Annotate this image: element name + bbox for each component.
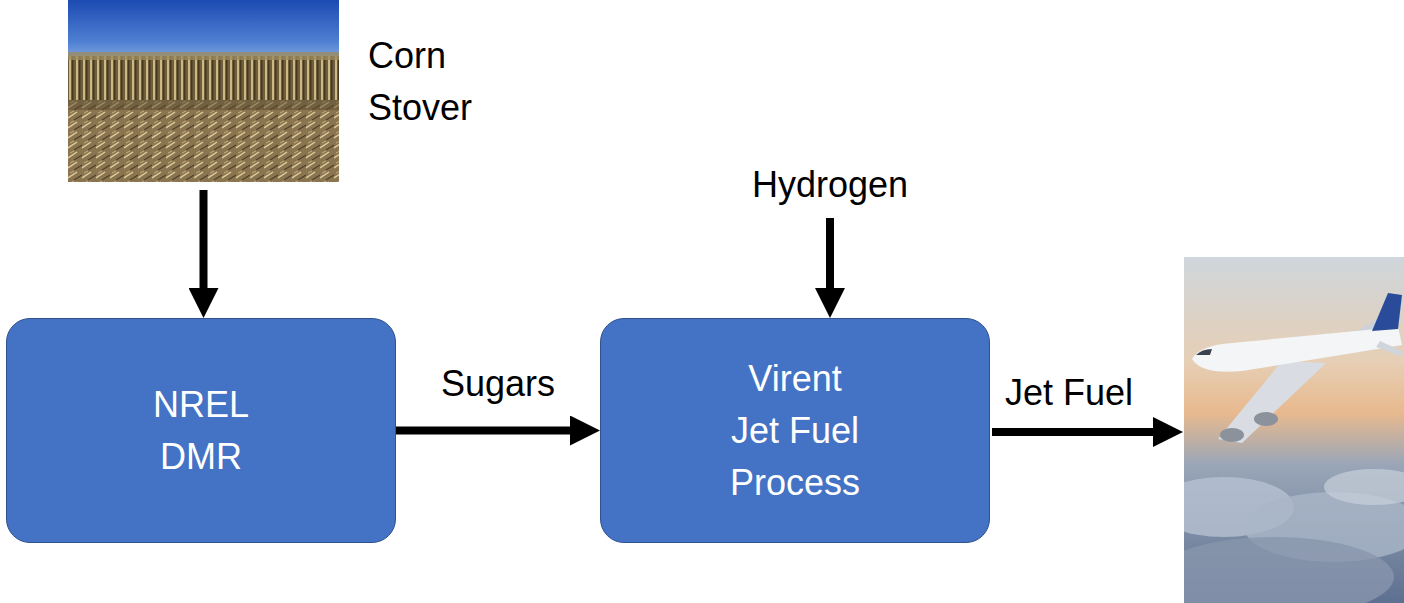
arrow-head [1153, 417, 1183, 447]
node-text: Virent Jet Fuel Process [724, 353, 866, 509]
process-box: Virent Jet Fuel Process [600, 318, 990, 543]
process-box: NREL DMR [6, 318, 396, 543]
feedstock-photo: Corn Stover [68, 0, 339, 182]
flow-arrow [396, 427, 572, 435]
input-label: Hydrogen [742, 160, 918, 210]
output-arrow [992, 417, 1183, 447]
flow-arrow [200, 190, 208, 290]
airplane-photo [1184, 257, 1404, 603]
node-text: NREL DMR [130, 379, 272, 483]
corn-field-photo [68, 0, 339, 182]
product-label: Jet Fuel [1001, 372, 1137, 414]
edge-label: Sugars [437, 363, 559, 405]
flow-arrow [826, 218, 834, 290]
node-text: Corn Stover [368, 30, 472, 134]
node-text: Hydrogen [752, 164, 908, 206]
arrow-shaft [992, 428, 1155, 436]
